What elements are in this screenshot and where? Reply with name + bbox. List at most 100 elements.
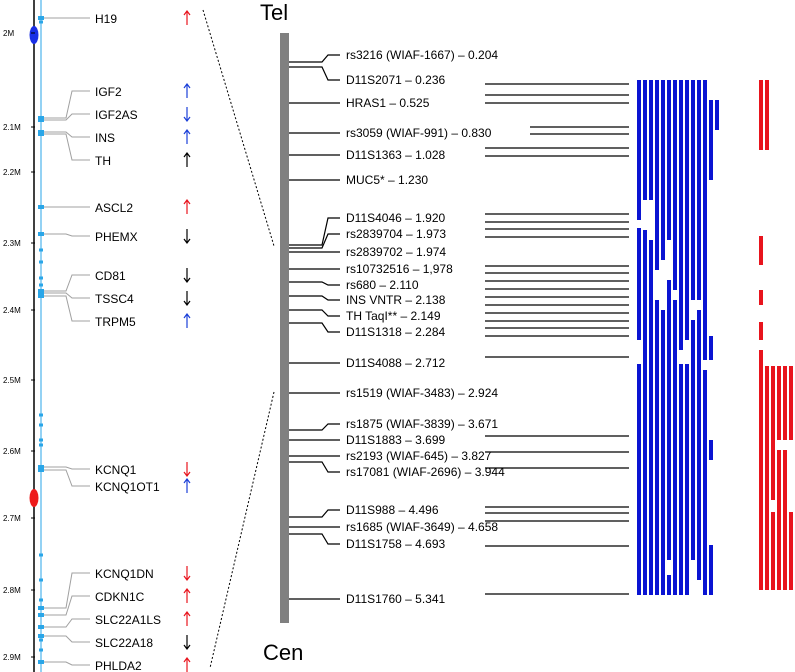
blue-haplotype-bar [697, 310, 701, 580]
blue-haplotype-bar [661, 80, 665, 260]
axis-tick-label: 2.7M [3, 514, 21, 523]
zoom-line-bottom [209, 391, 275, 669]
gene-label: IGF2AS [95, 108, 138, 122]
marker-label: rs1519 (WIAF-3483) – 2.924 [346, 386, 498, 400]
marker-label: D11S1318 – 2.284 [346, 325, 446, 339]
marker-connector [289, 423, 340, 431]
arrow-down-icon [183, 635, 191, 650]
axis-tick-label: 2.6M [3, 447, 21, 456]
gene-label: CDKN1C [95, 590, 145, 604]
arrow-up-icon [183, 10, 191, 25]
track-marker-dot [39, 20, 43, 24]
gene-leader-line [41, 113, 90, 121]
track-marker-dot [39, 648, 43, 652]
marker-label: rs3216 (WIAF-1667) – 0.204 [346, 48, 498, 62]
gene-marker-dot [38, 634, 44, 638]
blue-haplotype-bar [685, 364, 689, 595]
blue-haplotype-bar [649, 240, 653, 595]
gene-leader-line [41, 618, 90, 628]
arrow-down-icon [183, 229, 191, 244]
red-haplotype-bar [771, 366, 775, 500]
gene-leader-line [41, 469, 90, 487]
gene-marker-dot [38, 465, 44, 469]
marker-label: rs2193 (WIAF-645) – 3.827 [346, 449, 492, 463]
axis-tick-label: 2.9M [3, 653, 21, 662]
marker-connector [289, 281, 340, 286]
blue-haplotype-bar [667, 80, 671, 240]
red-haplotype-bar [765, 80, 769, 150]
red-haplotype-bar [783, 366, 787, 440]
gene-leader-line [41, 233, 90, 237]
blue-haplotype-bar [709, 100, 713, 180]
track-marker-dot [39, 578, 43, 582]
gene-leader-line [41, 131, 90, 138]
blue-haplotype-bar [673, 300, 677, 595]
gene-label: KCNQ1OT1 [95, 480, 160, 494]
marker-row-lines [485, 83, 629, 595]
blue-haplotype-bar [709, 545, 713, 595]
axis-tick-label: 2.8M [3, 586, 21, 595]
zoom-line-top [202, 9, 275, 247]
gene-marker-dot [38, 232, 44, 236]
gene-marker-dot [38, 16, 44, 20]
axis-tick-label: 2.2M [3, 168, 21, 177]
blue-haplotype-bar [691, 320, 695, 560]
arrow-down-icon [183, 566, 191, 581]
axis-tick-label: 2.3M [3, 239, 21, 248]
red-haplotype-bar [771, 512, 775, 590]
marker-connector-lines [289, 54, 340, 600]
centromere-blue-marker [29, 26, 39, 44]
arrow-down-icon [183, 462, 191, 477]
track-marker-dot [39, 553, 43, 557]
blue-haplotype-bar [667, 280, 671, 560]
blue-haplotype-bar [637, 364, 641, 595]
gene-marker-dot [38, 118, 44, 122]
blue-haplotype-bar [667, 575, 671, 595]
blue-haplotype-bar [679, 364, 683, 595]
chromosome-map-panel: 2M2.1M2.2M2.3M2.4M2.5M2.6M2.7M2.8M2.9M H… [3, 0, 191, 672]
gene-leader-line [41, 635, 90, 643]
axis-ticks: 2M2.1M2.2M2.3M2.4M2.5M2.6M2.7M2.8M2.9M [3, 29, 35, 662]
marker-label: MUC5* – 1.230 [346, 173, 428, 187]
marker-label: D11S1758 – 4.693 [346, 537, 446, 551]
blue-haplotype-bar [655, 80, 659, 270]
arrow-up-icon [183, 129, 191, 144]
blue-haplotype-bar [637, 80, 641, 220]
axis-tick-label: 2.4M [3, 306, 21, 315]
gene-label: KCNQ1 [95, 463, 137, 477]
arrow-down-icon [183, 107, 191, 122]
marker-label: rs2839704 – 1.973 [346, 227, 446, 241]
marker-label: D11S1760 – 5.341 [346, 592, 446, 606]
blue-haplotype-bar [685, 80, 689, 340]
cen-label: Cen [263, 640, 303, 665]
marker-connector [289, 309, 340, 317]
marker-connector [289, 295, 340, 301]
blue-haplotype-bar [637, 228, 641, 340]
blue-haplotype-bar [661, 310, 665, 595]
arrow-down-icon [183, 268, 191, 283]
gene-leader-line [41, 661, 90, 666]
blue-haplotype-bar [673, 80, 677, 290]
blue-haplotype-bar [643, 80, 647, 200]
red-haplotype-bar [759, 350, 763, 590]
axis-tick-label: 2.1M [3, 123, 21, 132]
tel-label: Tel [260, 0, 288, 25]
gene-marker-dot [38, 205, 44, 209]
arrow-up-icon [183, 152, 191, 167]
blue-haplotype-bar [703, 370, 707, 595]
marker-connector [289, 509, 340, 518]
red-haplotype-bar [759, 322, 763, 340]
axis-tick-label: 2M [3, 29, 14, 38]
gene-label: PHEMX [95, 230, 138, 244]
marker-connector [289, 233, 340, 249]
marker-label: D11S4088 – 2.712 [346, 356, 446, 370]
marker-label: rs1875 (WIAF-3839) – 3.671 [346, 417, 498, 431]
blue-haplotype-bar [679, 80, 683, 350]
gene-label: SLC22A1LS [95, 613, 161, 627]
track-marker-dot [39, 423, 43, 427]
gene-label: H19 [95, 12, 117, 26]
arrow-up-icon [183, 313, 191, 328]
gene-marker-dot [38, 606, 44, 610]
arrow-up-icon [183, 199, 191, 214]
gene-label: IGF2 [95, 85, 122, 99]
